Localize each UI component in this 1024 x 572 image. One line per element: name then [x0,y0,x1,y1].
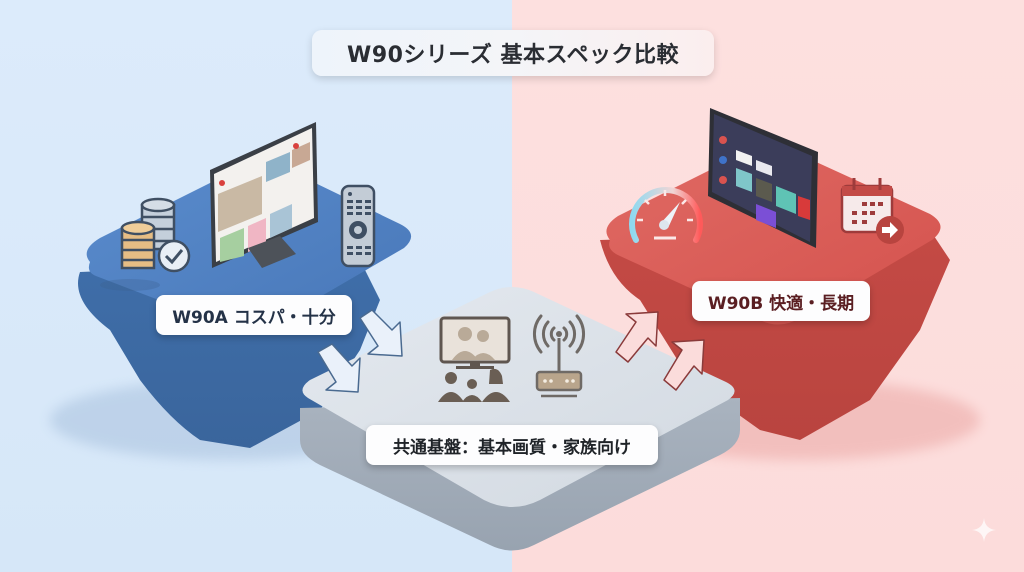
arrows-up-right [615,311,705,391]
family-tv-icon [438,316,511,402]
calendar-arrow-icon [840,178,904,244]
smart-tv-icon [708,108,818,248]
w90b-label: W90B 快適・長期 [692,281,870,321]
sparkle-icon [972,518,996,542]
common-base-label: 共通基盤：基本画質・家族向け [366,425,658,465]
coins-check-icon [100,197,191,291]
speedometer-icon [629,187,703,243]
remote-control-icon [340,184,376,268]
arrows-down-right [317,309,403,393]
page-title: W90シリーズ 基本スペック比較 [312,30,714,76]
monitor-tv-icon [210,122,318,268]
w90a-label: W90A コスパ・十分 [156,295,352,335]
wifi-router-icon [533,314,585,398]
